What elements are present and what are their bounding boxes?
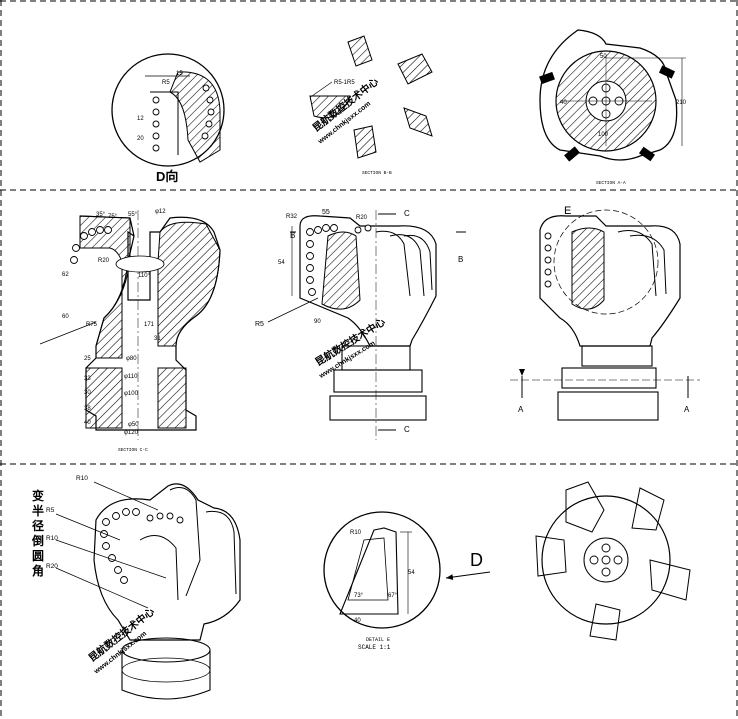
c-dim-phi80: φ80 — [126, 356, 137, 362]
section-a-caption: SECTION A-A — [596, 180, 626, 186]
view-d-arrow-label: D — [470, 550, 483, 570]
front-dim-r32: R32 — [286, 214, 298, 220]
iso-radius-r10-top: R10 — [76, 475, 88, 482]
c-dim-55: 55° — [128, 212, 138, 218]
detail-e-scale: SCALE 1:1 — [358, 644, 391, 651]
detail-e-dim-r10: R10 — [350, 530, 362, 536]
c-dim-40: 40 — [84, 420, 91, 426]
front-dim-r20: R20 — [356, 215, 368, 221]
svg-text:倒: 倒 — [31, 533, 44, 548]
c-dim-phi110: φ110 — [124, 374, 138, 380]
bottom-top-view — [535, 481, 691, 641]
front-view: B B C C R32 55 R20 54 R5 90 — [255, 209, 466, 440]
section-a-dim-210: 210 — [676, 100, 687, 106]
detail-e: R10 54 73° 67° 40 DETAIL E SCALE 1:1 — [323, 511, 441, 651]
section-b-caption: SECTION B-B — [362, 170, 392, 176]
iso-view: R10 R5 R10 R20 变 半 径 倒 圆 角 — [31, 475, 241, 700]
section-b-b: R5-1R5 SECTION B-B — [309, 35, 433, 176]
front-label-b-right: B — [458, 255, 463, 264]
iso-radius-r10: R10 — [46, 535, 58, 542]
view-d-caption: D向 — [156, 169, 178, 184]
front-dim-54: 54 — [278, 260, 285, 266]
side-view: E A A — [510, 205, 700, 421]
view-d-dim-20: 20 — [137, 136, 144, 142]
c-dim-35: 35° — [96, 212, 106, 218]
c-dim-75: 75° — [108, 214, 118, 220]
front-dim-r5: R5 — [255, 321, 264, 328]
detail-e-dim-73: 73° — [354, 593, 364, 599]
c-dim-25: 25 — [84, 356, 91, 362]
view-d-dim-r5: R5 — [162, 80, 170, 86]
variable-radius-note: 变 半 径 倒 圆 角 — [31, 488, 44, 578]
front-label-c-bottom: C — [404, 425, 410, 434]
svg-text:半: 半 — [32, 503, 44, 518]
iso-radius-r20: R20 — [46, 563, 58, 570]
svg-text:角: 角 — [32, 563, 44, 578]
detail-e-dim-54: 54 — [408, 570, 415, 576]
c-dim-phi50: φ50 — [128, 422, 139, 428]
detail-e-caption: DETAIL E — [366, 637, 390, 643]
iso-radius-r5: R5 — [46, 507, 55, 514]
c-dim-r75: R75 — [86, 322, 98, 328]
section-a-dim-40: 40 — [560, 100, 567, 106]
c-dim-62: 62 — [62, 272, 69, 278]
view-d-dim-15: 15 — [176, 71, 183, 77]
c-dim-phi100: φ100 — [124, 391, 139, 397]
view-d: 15 R5 12 20 D向 — [111, 53, 225, 184]
svg-text:圆: 圆 — [32, 549, 44, 563]
view-d-dim-12: 12 — [137, 116, 144, 122]
detail-e-dim-67: 67° — [388, 593, 398, 599]
section-a-a: 210 50 100 40 SECTION A-A — [539, 29, 687, 186]
section-a-dim-50: 50 — [600, 54, 607, 60]
c-dim-30: 30 — [84, 390, 91, 396]
svg-text:变: 变 — [32, 488, 44, 503]
c-dim-31: 31 — [154, 336, 161, 342]
view-d-arrow: D — [445, 550, 491, 581]
section-b-dim: R5-1R5 — [334, 80, 355, 86]
c-dim-phi120: φ120 — [124, 430, 139, 436]
section-c-c: 35° 75° 55° φ12 R20 110° R75 171 62 60 3… — [39, 209, 221, 453]
c-dim-38: 38 — [84, 406, 91, 412]
svg-text:径: 径 — [32, 518, 44, 533]
front-label-c-top: C — [404, 209, 410, 218]
detail-e-dim-40: 40 — [354, 618, 361, 624]
front-dim-90: 90 — [314, 319, 321, 325]
section-c-caption: SECTION C-C — [118, 447, 148, 453]
c-dim-r20: R20 — [98, 258, 110, 264]
c-dim-60: 60 — [62, 314, 69, 320]
front-label-b-left: B — [290, 231, 295, 240]
side-label-e: E — [564, 205, 571, 217]
c-dim-171: 171 — [144, 322, 155, 328]
c-dim-phi12: φ12 — [155, 209, 166, 215]
side-label-a-left: A — [518, 405, 524, 414]
section-a-dim-100: 100 — [598, 132, 609, 138]
c-dim-33: 33 — [84, 376, 91, 382]
front-dim-55: 55 — [322, 209, 330, 216]
side-label-a-right: A — [684, 405, 690, 414]
c-dim-110deg: 110° — [138, 273, 151, 279]
